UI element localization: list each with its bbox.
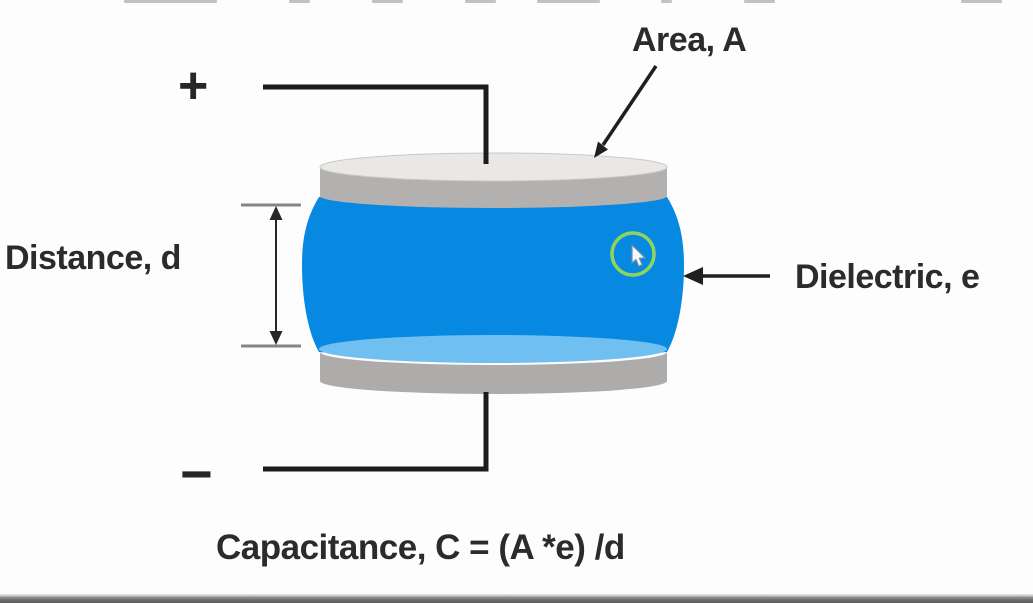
mouse-cursor-icon[interactable] <box>631 243 647 267</box>
clipped-text-fragment <box>372 0 403 3</box>
top-wire <box>263 84 489 164</box>
video-progress-bar[interactable] <box>0 594 1033 603</box>
distance-label: Distance, d <box>5 239 181 277</box>
top-plate-face <box>319 152 668 182</box>
dielectric-bottom-face <box>319 335 667 363</box>
distance-arrowhead-down <box>269 331 283 345</box>
clipped-text-fragment <box>961 0 1002 3</box>
area-arrowhead <box>594 141 608 158</box>
dielectric-body <box>302 197 684 360</box>
plus-terminal-label: + <box>178 57 209 115</box>
area-arrow-line <box>601 65 658 146</box>
clipped-text-fragment <box>661 0 672 3</box>
dielectric-label: Dielectric, e <box>795 258 980 296</box>
dielectric-arrowhead <box>683 267 703 285</box>
bottom-plate <box>320 352 667 394</box>
clipped-text-fragment <box>465 0 496 3</box>
minus-terminal-label: − <box>180 442 213 505</box>
cursor-highlight-ring <box>610 231 656 277</box>
area-label: Area, A <box>632 21 747 59</box>
distance-arrowhead-up <box>269 206 283 220</box>
clipped-text-fragment <box>289 0 310 3</box>
bottom-wire <box>263 392 489 472</box>
capacitance-formula: Capacitance, C = (A *e) /d <box>216 528 625 567</box>
clipped-text-fragment <box>537 0 600 3</box>
clipped-text-fragment <box>744 0 775 3</box>
clipped-text-fragment <box>124 0 217 3</box>
